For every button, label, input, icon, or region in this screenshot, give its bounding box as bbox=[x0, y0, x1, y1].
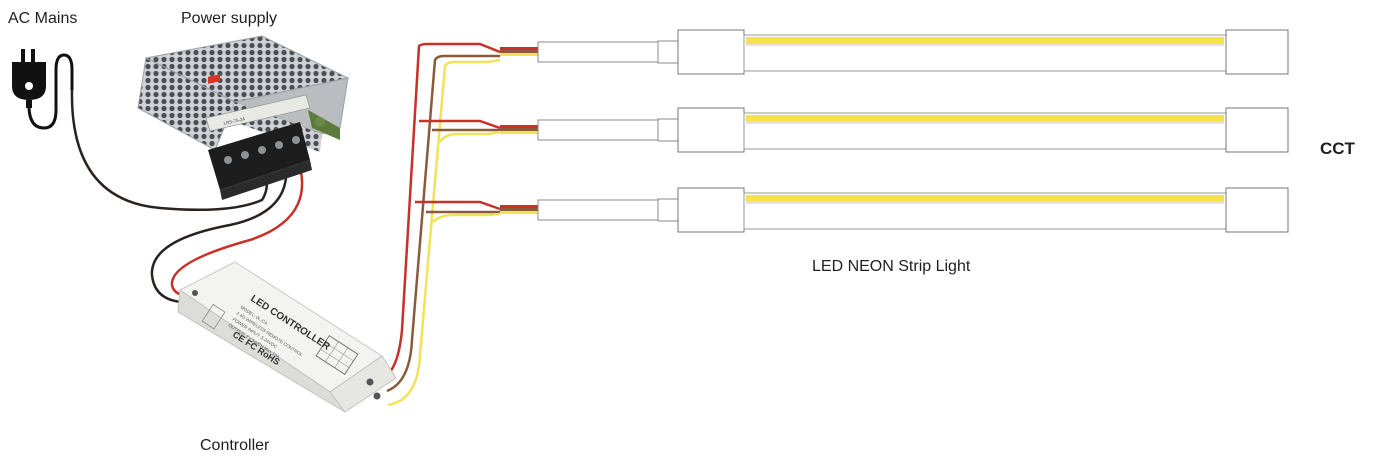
psu-model-text: LRS-75-24 bbox=[223, 116, 246, 126]
power-supply-label: Power supply bbox=[181, 10, 278, 27]
strip-end-cap-left bbox=[677, 29, 745, 75]
neon-strip-1 bbox=[500, 29, 1289, 75]
controller-output-wires bbox=[381, 42, 501, 407]
controller-label: Controller bbox=[200, 437, 270, 454]
strip-end-cap-left bbox=[677, 187, 745, 233]
psu-to-controller-wires bbox=[150, 144, 304, 304]
strip-cable-sleeve bbox=[537, 199, 659, 221]
mains-wire bbox=[70, 89, 269, 212]
strip-light-label: LED NEON Strip Light bbox=[812, 258, 971, 275]
led-controller-device: LED CONTROLLER MODEL: 0L-CA 2.4G WIRELES… bbox=[177, 261, 397, 413]
neon-strip-3 bbox=[500, 187, 1289, 233]
strip-end-cap-right bbox=[1225, 187, 1289, 233]
strip-led-band bbox=[746, 115, 1224, 122]
strip-led-band bbox=[746, 37, 1224, 44]
strip-cable-sleeve bbox=[537, 41, 659, 63]
ac-mains-label: AC Mains bbox=[8, 10, 78, 27]
strip-cable-sleeve bbox=[537, 119, 659, 141]
power-supply-unit: LRS-75-24 bbox=[137, 35, 350, 200]
cct-label: CCT bbox=[1320, 139, 1355, 158]
strip-end-cap-right bbox=[1225, 107, 1289, 153]
strip-led-band bbox=[746, 195, 1224, 202]
neon-strip-2 bbox=[500, 107, 1289, 153]
strip-end-cap-left bbox=[677, 107, 745, 153]
plug-icon bbox=[12, 49, 74, 130]
strip-end-cap-right bbox=[1225, 29, 1289, 75]
